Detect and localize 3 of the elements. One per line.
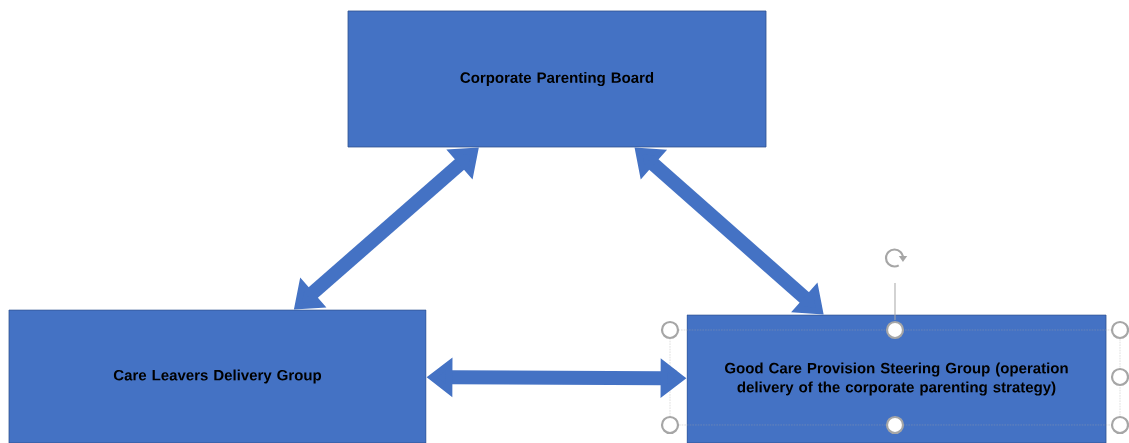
process-box: Corporate Parenting Board [347,10,767,148]
process-box: Good Care Provision Steering Group (operation delivery of the corporate parenting strategy) [686,314,1107,443]
process-box: Care Leavers Delivery Group [8,309,427,443]
